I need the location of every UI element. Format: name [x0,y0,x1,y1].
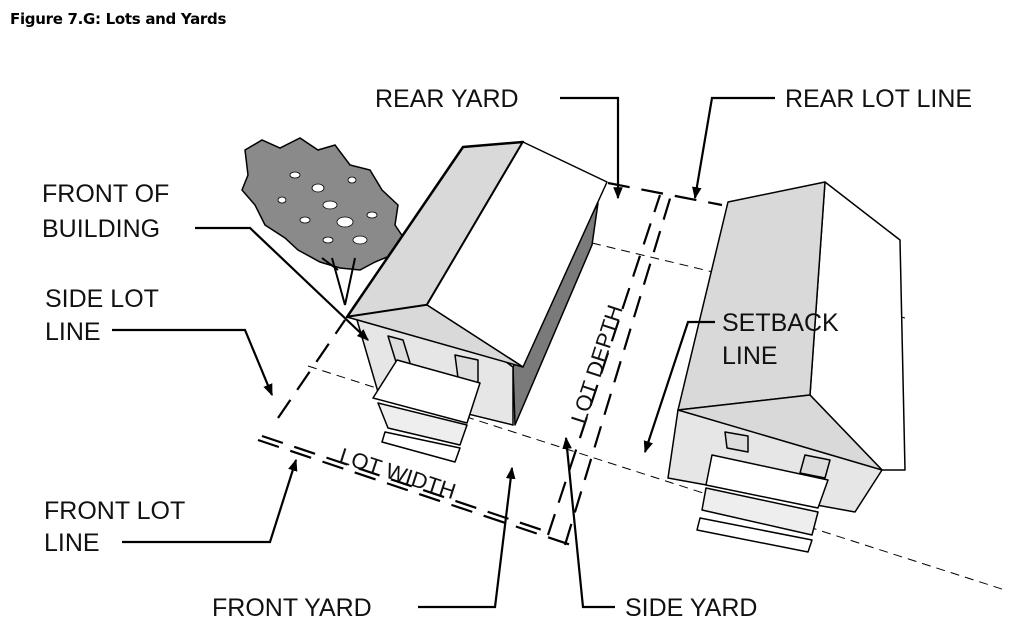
side-lot-line-middle [546,194,662,536]
figure-title: Figure 7.G: Lots and Yards [10,10,227,28]
setback-line-leader [643,320,715,454]
rear-yard-label: REAR YARD [375,85,519,113]
front-yard-label: FRONT YARD [212,594,372,622]
lot-depth-dim [563,191,674,546]
side-lot-line-label-line2: LINE [45,318,101,346]
side-lot-line-leader [112,328,274,397]
front-of-building-leader [195,226,369,341]
front-lot-line [257,438,581,550]
rear-lot-line-label: REAR LOT LINE [785,85,972,113]
setback-line-label-line2: LINE [722,342,778,370]
lot-lines [257,181,723,550]
front-gable [677,394,883,471]
right-house [667,181,906,553]
left-house [345,140,608,463]
lot-depth-label: LOT DEPTH [566,302,628,427]
window [724,431,749,453]
front-of-building-label-line2: BUILDING [42,215,160,243]
window [799,454,831,479]
setback-line-label: SETBACK [722,309,839,337]
front-lot-line-label: FRONT LOT [44,497,185,525]
side-yard-label: SIDE YARD [625,594,757,622]
front-of-building-label: FRONT OF [42,180,169,208]
rear-lot-line-leader [692,96,775,200]
rear-yard-leader [560,96,623,200]
porch-base [377,402,468,446]
porch [705,454,829,509]
front-lot-line-label-line2: LINE [44,529,100,557]
steps [381,431,461,463]
front-gable [346,304,524,368]
side-lot-line-label: SIDE LOT [45,285,159,313]
front-lot-line-leader [122,458,298,544]
porch-base [701,487,819,536]
front-yard-leader [418,466,516,609]
roof-left-slope [677,181,826,411]
rear-lot-line [607,181,723,207]
porch [372,359,481,424]
lot-width-dim [261,434,549,534]
steps [696,517,813,553]
side-yard-leader [562,436,615,609]
side-lot-line-left [277,319,346,419]
